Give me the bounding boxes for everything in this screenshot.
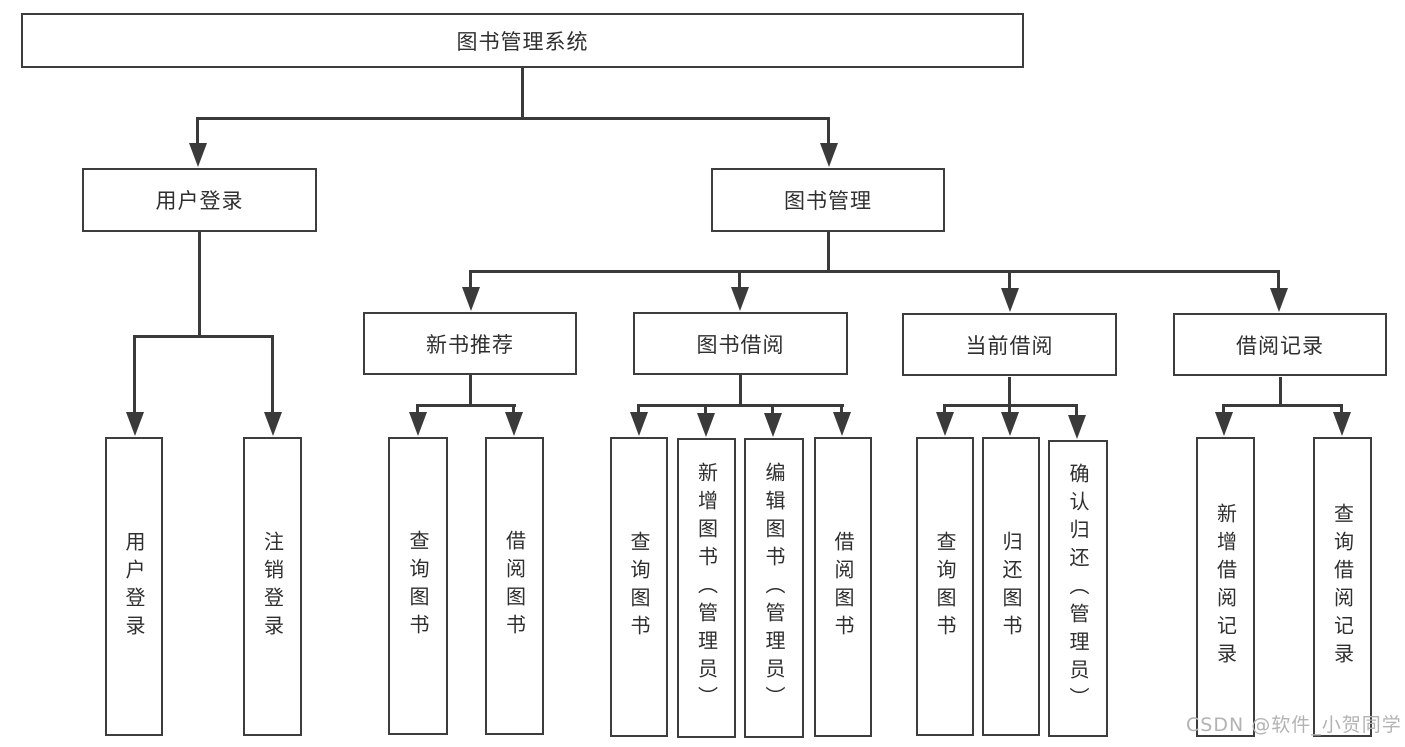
arrowhead-icon bbox=[1068, 415, 1086, 439]
connector-line bbox=[512, 404, 515, 416]
connector-line bbox=[637, 404, 844, 407]
connector-line bbox=[271, 335, 274, 414]
connector-line bbox=[133, 335, 136, 414]
arrowhead-icon bbox=[505, 412, 523, 436]
connector-line bbox=[1008, 377, 1011, 406]
connector-line bbox=[1222, 404, 1225, 416]
arrowhead-icon bbox=[1215, 412, 1233, 436]
node-query-borrow-record: 查询借阅记录 bbox=[1313, 437, 1372, 737]
node-logout-leaf: 注销登录 bbox=[243, 437, 302, 736]
connector-line bbox=[1279, 377, 1282, 406]
connector-line bbox=[827, 117, 830, 147]
connector-line bbox=[1008, 270, 1011, 290]
connector-line bbox=[738, 270, 741, 290]
connector-line bbox=[416, 404, 516, 407]
node-book-borrow: 图书借阅 bbox=[633, 312, 848, 375]
node-root: 图书管理系统 bbox=[21, 13, 1024, 68]
connector-line bbox=[771, 404, 774, 416]
connector-line bbox=[1277, 270, 1280, 290]
connector-line bbox=[1340, 404, 1343, 416]
arrowhead-icon bbox=[1001, 288, 1019, 312]
connector-line bbox=[1008, 404, 1011, 416]
arrowhead-icon bbox=[936, 412, 954, 436]
arrowhead-icon bbox=[833, 412, 851, 436]
node-confirm-return-admin: 确认归还（管理员） bbox=[1048, 440, 1108, 737]
connector-line bbox=[840, 404, 843, 416]
connector-line bbox=[1222, 404, 1342, 407]
connector-line bbox=[827, 232, 830, 273]
arrowhead-icon bbox=[1001, 412, 1019, 436]
arrowhead-icon bbox=[1270, 288, 1288, 312]
arrowhead-icon bbox=[264, 412, 282, 436]
csdn-watermark: CSDN @软件_小贺同学 bbox=[1186, 714, 1402, 736]
node-query-books-current: 查询图书 bbox=[916, 437, 974, 736]
arrowhead-icon bbox=[630, 412, 648, 436]
node-user-login-leaf: 用户登录 bbox=[105, 437, 163, 736]
node-add-books-admin: 新增图书（管理员） bbox=[677, 438, 736, 738]
arrowhead-icon bbox=[764, 413, 782, 437]
arrowhead-icon bbox=[462, 287, 480, 311]
node-return-books: 归还图书 bbox=[982, 437, 1040, 736]
connector-line bbox=[469, 270, 1280, 273]
connector-line bbox=[133, 335, 274, 338]
connector-line bbox=[469, 270, 472, 290]
connector-line bbox=[416, 404, 419, 416]
node-borrow-records: 借阅记录 bbox=[1173, 313, 1387, 376]
node-borrow-books-rec: 借阅图书 bbox=[485, 437, 544, 735]
arrowhead-icon bbox=[126, 412, 144, 436]
connector-line bbox=[521, 68, 524, 120]
arrowhead-icon bbox=[697, 413, 715, 437]
node-query-books-borrow: 查询图书 bbox=[610, 437, 668, 737]
connector-line bbox=[637, 404, 640, 416]
node-query-books-rec: 查询图书 bbox=[388, 437, 448, 735]
arrowhead-icon bbox=[820, 143, 838, 167]
connector-line bbox=[196, 117, 199, 147]
connector-line bbox=[704, 404, 707, 416]
connector-line bbox=[198, 232, 201, 338]
node-borrow-books-borrow: 借阅图书 bbox=[814, 437, 872, 737]
arrowhead-icon bbox=[1333, 412, 1351, 436]
node-current-borrow: 当前借阅 bbox=[902, 313, 1117, 376]
node-add-borrow-record: 新增借阅记录 bbox=[1196, 437, 1255, 737]
arrowhead-icon bbox=[189, 143, 207, 167]
node-edit-books-admin: 编辑图书（管理员） bbox=[744, 438, 804, 738]
node-new-book-recommend: 新书推荐 bbox=[363, 312, 577, 375]
arrowhead-icon bbox=[409, 412, 427, 436]
connector-line bbox=[469, 375, 472, 407]
node-book-management: 图书管理 bbox=[711, 168, 945, 232]
connector-line bbox=[943, 404, 946, 416]
node-user-login: 用户登录 bbox=[82, 168, 317, 232]
connector-line bbox=[197, 117, 830, 120]
connector-line bbox=[1075, 404, 1078, 416]
arrowhead-icon bbox=[731, 287, 749, 311]
connector-line bbox=[739, 375, 742, 407]
